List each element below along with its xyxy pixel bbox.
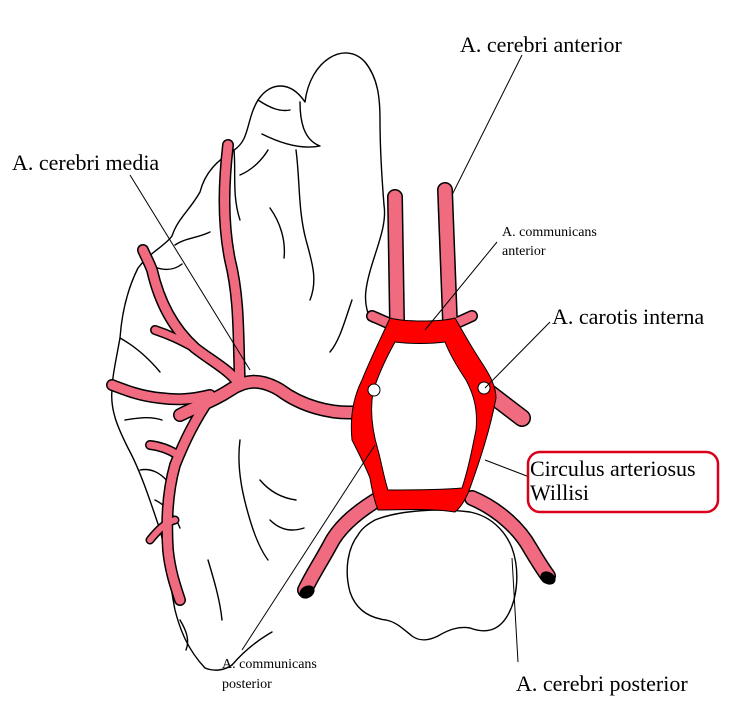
anterior-cerebral-arteries (366, 182, 478, 332)
leader-posterior (511, 557, 519, 663)
label-communicans-posterior-line1: A. communicans (222, 657, 317, 672)
leader-anterior (451, 54, 523, 196)
leader-comm-anterior (424, 241, 498, 331)
leader-comm-posterior (241, 444, 376, 651)
label-communicans-anterior-line1: A. communicans (502, 225, 597, 240)
label-cerebri-media: A. cerebri media (12, 150, 159, 175)
label-cerebri-posterior: A. cerebri posterior (516, 671, 688, 696)
circulus-callout-box (526, 450, 720, 514)
midbrain-outline (346, 509, 518, 641)
leader-circulus (484, 459, 533, 479)
middle-cerebral-artery (106, 139, 367, 606)
label-communicans-posterior-line2: posterior (222, 677, 272, 692)
label-communicans-anterior-line2: anterior (502, 244, 546, 259)
leader-media (129, 174, 251, 371)
label-carotis-interna: A. carotis interna (552, 304, 704, 329)
circulus-arteriosus (350, 317, 497, 513)
leader-lines (129, 54, 551, 663)
posterior-cerebral-arteries (297, 490, 556, 599)
label-circulus-line2: Willisi (530, 480, 589, 505)
leader-carotis (484, 321, 551, 389)
brain-outline (111, 52, 386, 671)
label-cerebri-anterior: A. cerebri anterior (460, 32, 623, 57)
label-circulus-line1: Circulus arteriosus (530, 456, 696, 481)
